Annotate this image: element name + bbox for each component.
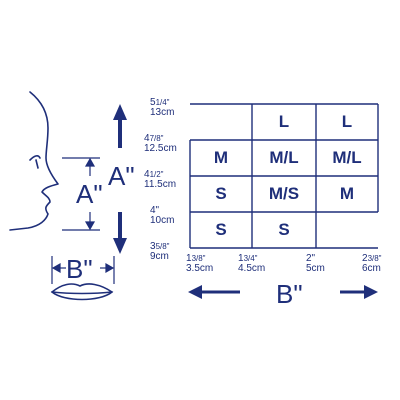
grid-cell-r2-c1: M/S xyxy=(268,184,300,203)
x-tick-1-cm: 4.5cm xyxy=(238,263,266,274)
face-profile-icon xyxy=(9,91,59,231)
lips-icon xyxy=(50,283,114,301)
axis-b-arrows xyxy=(188,285,378,299)
y-tick-0-cm: 13cm xyxy=(150,107,175,118)
x-tick-3-inch: 2 xyxy=(362,253,368,264)
axis-a-arrows xyxy=(113,104,127,254)
grid-cell-r2-c2: M xyxy=(339,184,355,203)
x-tick-2-cm: 5cm xyxy=(306,263,325,274)
x-tick-1-frac: 3/4" xyxy=(243,254,258,263)
y-tick-1-inch: 4 xyxy=(144,133,150,144)
grid-cell-r0-c1: L xyxy=(278,112,290,131)
face-a-measure xyxy=(62,157,100,231)
face-a-label: A" xyxy=(76,179,103,209)
axis-b-label: B" xyxy=(276,279,303,309)
grid-cell-r3-c2 xyxy=(316,212,378,248)
y-tick-3-cm: 10cm xyxy=(150,215,175,226)
y-tick-4-cm: 9cm xyxy=(150,251,169,262)
x-tick-3-cm: 6cm xyxy=(362,263,381,274)
y-tick-1: 47/8" 12.5cm xyxy=(144,134,177,154)
y-tick-0: 51/4" 13cm xyxy=(150,98,174,118)
x-tick-1-inch: 1 xyxy=(238,253,244,264)
lips-b-measure xyxy=(51,256,115,284)
y-tick-2-cm: 11.5cm xyxy=(144,179,177,190)
x-tick-1: 13/4" 4.5cm xyxy=(238,254,265,274)
grid-cell-r1-c0: M xyxy=(213,148,229,167)
y-tick-4-frac: 5/8" xyxy=(155,242,170,251)
x-tick-2-inch: 2" xyxy=(306,253,316,264)
y-tick-2: 41/2" 11.5cm xyxy=(144,170,176,190)
grid-cell-r2-c0: S xyxy=(215,184,227,203)
x-tick-0-cm: 3.5cm xyxy=(186,263,214,274)
axis-a-label: A" xyxy=(108,161,135,191)
grid-cell-r0-c0 xyxy=(190,104,252,140)
x-tick-0: 13/8" 3.5cm xyxy=(186,254,213,274)
y-tick-4: 35/8" 9cm xyxy=(150,242,170,262)
y-tick-3-inch: 4" xyxy=(150,205,160,216)
x-tick-0-frac: 3/8" xyxy=(191,254,206,263)
y-tick-0-inch: 5 xyxy=(150,97,156,108)
y-tick-0-frac: 1/4" xyxy=(155,98,170,107)
y-tick-1-frac: 7/8" xyxy=(149,134,164,143)
grid-cell-r1-c1: M/L xyxy=(269,148,299,167)
grid-cell-r1-c2: M/L xyxy=(332,148,362,167)
x-tick-2: 2" 5cm xyxy=(306,254,325,274)
y-tick-2-frac: 1/2" xyxy=(149,170,164,179)
grid-cell-r0-c2: L xyxy=(341,112,353,131)
x-tick-0-inch: 1 xyxy=(186,253,192,264)
grid-cell-r3-c1: S xyxy=(278,220,290,239)
x-tick-3-frac: 3/8" xyxy=(367,254,382,263)
x-tick-3: 23/8" 6cm xyxy=(362,254,382,274)
y-tick-3: 4" 10cm xyxy=(150,206,174,226)
y-tick-4-inch: 3 xyxy=(150,241,156,252)
y-tick-2-inch: 4 xyxy=(144,169,150,180)
size-grid xyxy=(189,103,379,249)
y-tick-1-cm: 12.5cm xyxy=(144,143,177,154)
grid-cell-r3-c0: S xyxy=(215,220,227,239)
face-b-label: B" xyxy=(66,254,93,284)
